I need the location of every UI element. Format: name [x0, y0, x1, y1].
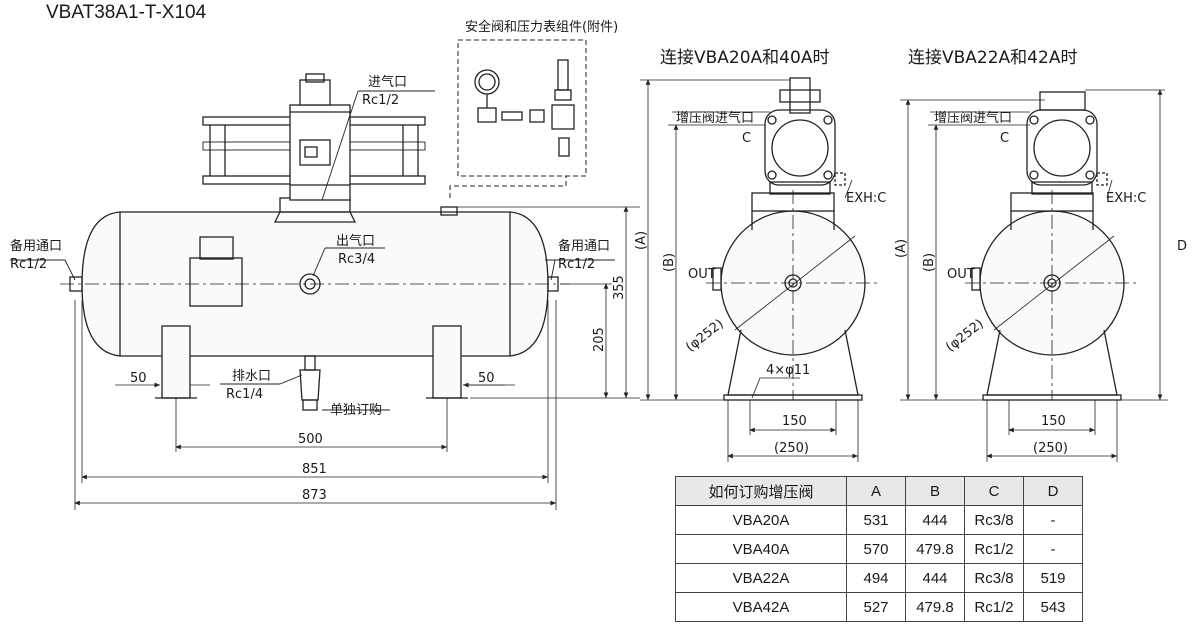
table-header-cell: A [846, 476, 906, 506]
dim-205: 205 [592, 327, 607, 352]
spare-port-size-left: Rc1/2 [10, 257, 47, 272]
right-dim-b: (B) [922, 253, 937, 272]
right-view-header: 连接VBA22A和42A时 [908, 48, 1078, 68]
table-cell: 444 [905, 563, 965, 593]
table-cell: 494 [846, 563, 906, 593]
table-header-cell: D [1023, 476, 1083, 506]
inlet-size: Rc1/2 [362, 93, 399, 108]
right-end-view [965, 91, 1140, 401]
mid-diameter: (φ252) [683, 317, 727, 356]
table-cell: Rc1/2 [964, 534, 1024, 564]
table-row: VBA22A 494 444 Rc3/8 519 [675, 563, 1083, 593]
right-exh-label: EXH:C [1106, 191, 1146, 206]
mid-view-dimensions [640, 79, 859, 462]
table-cell: Rc3/8 [964, 563, 1024, 593]
tank-side-view [60, 39, 587, 411]
right-out-label: OUT [947, 267, 975, 282]
table-header-row: 如何订购增压阀 A B C D [675, 476, 1083, 506]
table-row: VBA42A 527 479.8 Rc1/2 543 [675, 592, 1083, 622]
table-cell: 519 [1023, 563, 1083, 593]
booster-order-table: 如何订购增压阀 A B C D VBA20A 531 444 Rc3/8 - V… [675, 476, 1083, 622]
mid-c-label: C [742, 131, 751, 146]
table-cell: 531 [846, 505, 906, 535]
dim-50-left: 50 [130, 371, 147, 386]
mid-exh-label: EXH:C [846, 191, 886, 206]
table-cell: VBA22A [675, 563, 847, 593]
dim-851: 851 [302, 462, 327, 477]
table-cell: 570 [846, 534, 906, 564]
right-dim-d: D [1177, 239, 1187, 254]
left-view-dimensions [74, 206, 640, 510]
table-cell: 444 [905, 505, 965, 535]
drain-size: Rc1/4 [226, 387, 263, 402]
table-cell: 527 [846, 592, 906, 622]
right-dim-150: 150 [1041, 414, 1066, 429]
spare-port-label-left: 备用通口 [10, 238, 62, 254]
table-cell: Rc1/2 [964, 592, 1024, 622]
table-cell: 479.8 [905, 534, 965, 564]
accessory-label: 安全阀和压力表组件(附件) [465, 19, 618, 35]
dim-50-right: 50 [478, 371, 495, 386]
mid-dim-a: (A) [634, 231, 649, 250]
dim-355: 355 [612, 275, 627, 300]
spare-port-size-right: Rc1/2 [558, 257, 595, 272]
table-cell: Rc3/8 [964, 505, 1024, 535]
order-separately-label: 单独订购 [330, 402, 382, 418]
mid-end-view [706, 77, 880, 401]
dim-500: 500 [298, 432, 323, 447]
mid-holes: 4×φ11 [766, 363, 810, 378]
table-header-cell: C [964, 476, 1024, 506]
drain-label: 排水口 [232, 369, 271, 384]
right-diameter: (φ252) [943, 317, 987, 356]
outlet-label: 出气口 [336, 233, 375, 249]
table-cell: VBA20A [675, 505, 847, 535]
table-cell: - [1023, 505, 1083, 535]
right-dim-a: (A) [894, 239, 909, 258]
left-view-leaders [10, 90, 615, 411]
mid-booster-inlet: 增压阀进气口 [676, 110, 754, 126]
table-cell: 543 [1023, 592, 1083, 622]
table-cell: VBA42A [675, 592, 847, 622]
table-cell: - [1023, 534, 1083, 564]
table-row: VBA40A 570 479.8 Rc1/2 - [675, 534, 1083, 564]
table-header-cell: 如何订购增压阀 [675, 476, 847, 506]
mid-out-label: OUT [688, 267, 716, 282]
mid-dim-b: (B) [662, 253, 677, 272]
table-cell: 479.8 [905, 592, 965, 622]
right-c-label: C [1000, 131, 1009, 146]
mid-view-header: 连接VBA20A和40A时 [660, 48, 830, 68]
mid-dim-250: (250) [774, 441, 809, 456]
right-booster-inlet: 增压阀进气口 [934, 110, 1012, 126]
inlet-label: 进气口 [368, 74, 407, 90]
right-view-dimensions [900, 89, 1168, 462]
right-dim-250: (250) [1033, 441, 1068, 456]
drawing-title: VBAT38A1-T-X104 [46, 2, 207, 23]
dim-873: 873 [302, 488, 327, 503]
table-cell: VBA40A [675, 534, 847, 564]
table-header-cell: B [905, 476, 965, 506]
table-row: VBA20A 531 444 Rc3/8 - [675, 505, 1083, 535]
spare-port-label-right: 备用通口 [558, 238, 610, 254]
outlet-size: Rc3/4 [338, 252, 375, 267]
mid-dim-150: 150 [782, 414, 807, 429]
